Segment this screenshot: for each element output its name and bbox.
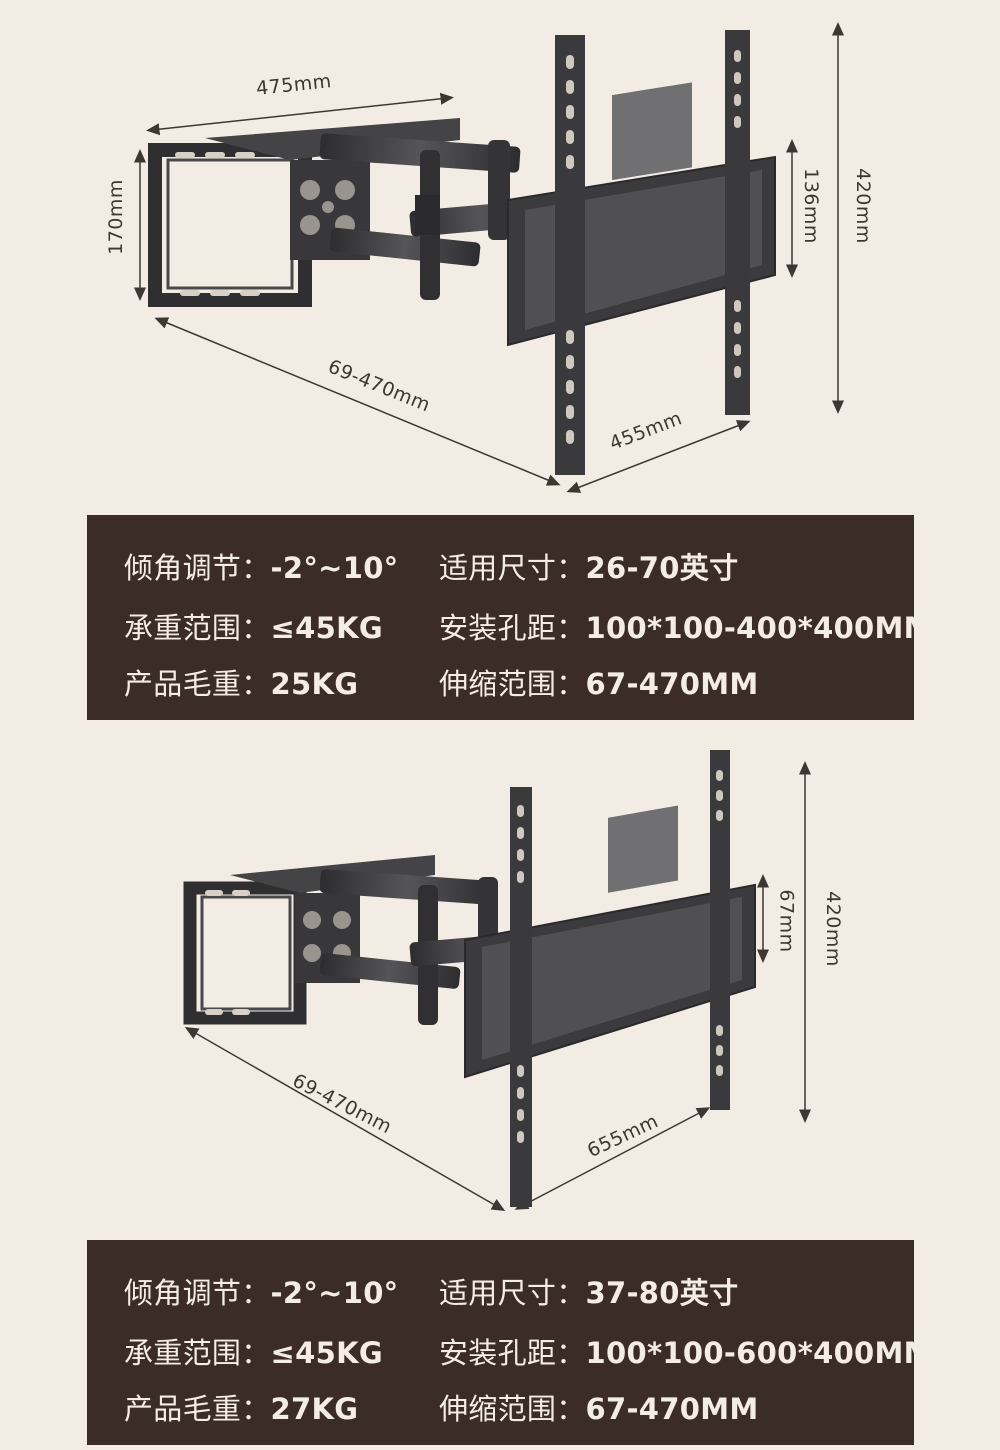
spec-tilt: 倾角调节：-2°~10° [124,551,399,585]
tv-plate [507,30,776,475]
spec-load: 承重范围：≤45KG [124,611,383,645]
spec-weight-2: 产品毛重：27KG [124,1392,359,1426]
spec-panel-1: 倾角调节：-2°~10° 适用尺寸：26-70英寸 承重范围：≤45KG 安装孔… [87,515,933,720]
dim-line-plate-width-2 [514,1107,711,1210]
dim-total-height-2: 420mm [821,891,844,967]
dim-line-extension [154,317,561,486]
dim-line-plate-width [566,420,751,493]
product-section-2: 69-470mm 655mm 67mm 420mm 倾角调节：-2°~10° 适… [0,725,1000,1450]
spec-screen-size: 适用尺寸：26-70英寸 [439,551,739,585]
dim-plate-height-2: 67mm [775,889,798,953]
spec-weight: 产品毛重：25KG [124,667,359,701]
product-section-1: 475mm 170mm 69-470mm 455mm 136mm 420mm 倾… [87,22,933,720]
spec-load-2: 承重范围：≤45KG [124,1336,383,1370]
spec-vesa-2: 安装孔距：100*100-600*400MM [439,1336,933,1370]
tv-plate-2 [464,750,756,1207]
dim-line-top-width [146,92,454,136]
tv-mount-diagram-2 [183,750,811,1211]
spec-extension: 伸缩范围：67-470MM [439,667,759,701]
tv-mount-diagram-1 [134,22,844,493]
dim-line-extension-2 [184,1027,506,1211]
spec-tilt-2: 倾角调节：-2°~10° [124,1276,399,1310]
articulating-arms [319,133,551,300]
dim-plate-height: 136mm [799,168,822,244]
spec-panel-2: 倾角调节：-2°~10° 适用尺寸：37-80英寸 承重范围：≤45KG 安装孔… [87,1240,933,1445]
dim-total-height: 420mm [851,168,874,244]
dim-height: 170mm [104,179,127,255]
spec-extension-2: 伸缩范围：67-470MM [439,1392,759,1426]
spec-vesa: 安装孔距：100*100-400*400MM [439,611,933,645]
spec-screen-size-2: 适用尺寸：37-80英寸 [439,1276,739,1310]
